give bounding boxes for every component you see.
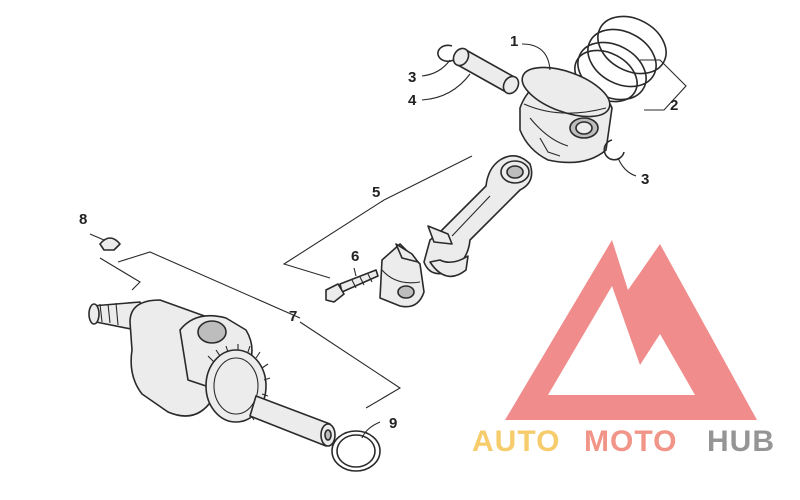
callout-1: 1: [510, 33, 518, 50]
logo-mark-icon: [505, 240, 757, 420]
callout-5: 5: [372, 184, 380, 201]
crankshaft-drawing: [88, 299, 336, 447]
watermark-logo: AUTO MOTO HUB: [472, 240, 775, 458]
piston-drawing: [519, 66, 613, 164]
watermark-word-hub: HUB: [707, 425, 775, 458]
connecting-rod-drawing: [423, 155, 533, 278]
callout-3-top: 3: [408, 69, 416, 86]
timing-gear-drawing: [205, 344, 271, 423]
circlip-top-drawing: [437, 44, 457, 63]
watermark-word-moto: MOTO: [584, 425, 677, 458]
callout-7: 7: [289, 308, 297, 325]
callout-3-right: 3: [641, 171, 649, 188]
circlip-right-drawing: [603, 139, 625, 161]
watermark-word-auto: AUTO: [472, 425, 560, 458]
woodruff-key-drawing: [99, 237, 121, 251]
callout-9: 9: [389, 415, 397, 432]
callout-2: 2: [670, 97, 678, 114]
piston-pin-drawing: [452, 47, 520, 95]
callout-6: 6: [351, 248, 359, 265]
rod-cap-drawing: [379, 243, 425, 308]
leader-lines: [89, 43, 687, 439]
callout-8: 8: [79, 211, 87, 228]
rod-bolt-drawing: [325, 269, 379, 303]
o-ring-drawing: [331, 430, 381, 472]
callout-4: 4: [408, 92, 417, 109]
callouts: 1 2 3 3 4 5 6 7 8 9: [79, 33, 678, 432]
